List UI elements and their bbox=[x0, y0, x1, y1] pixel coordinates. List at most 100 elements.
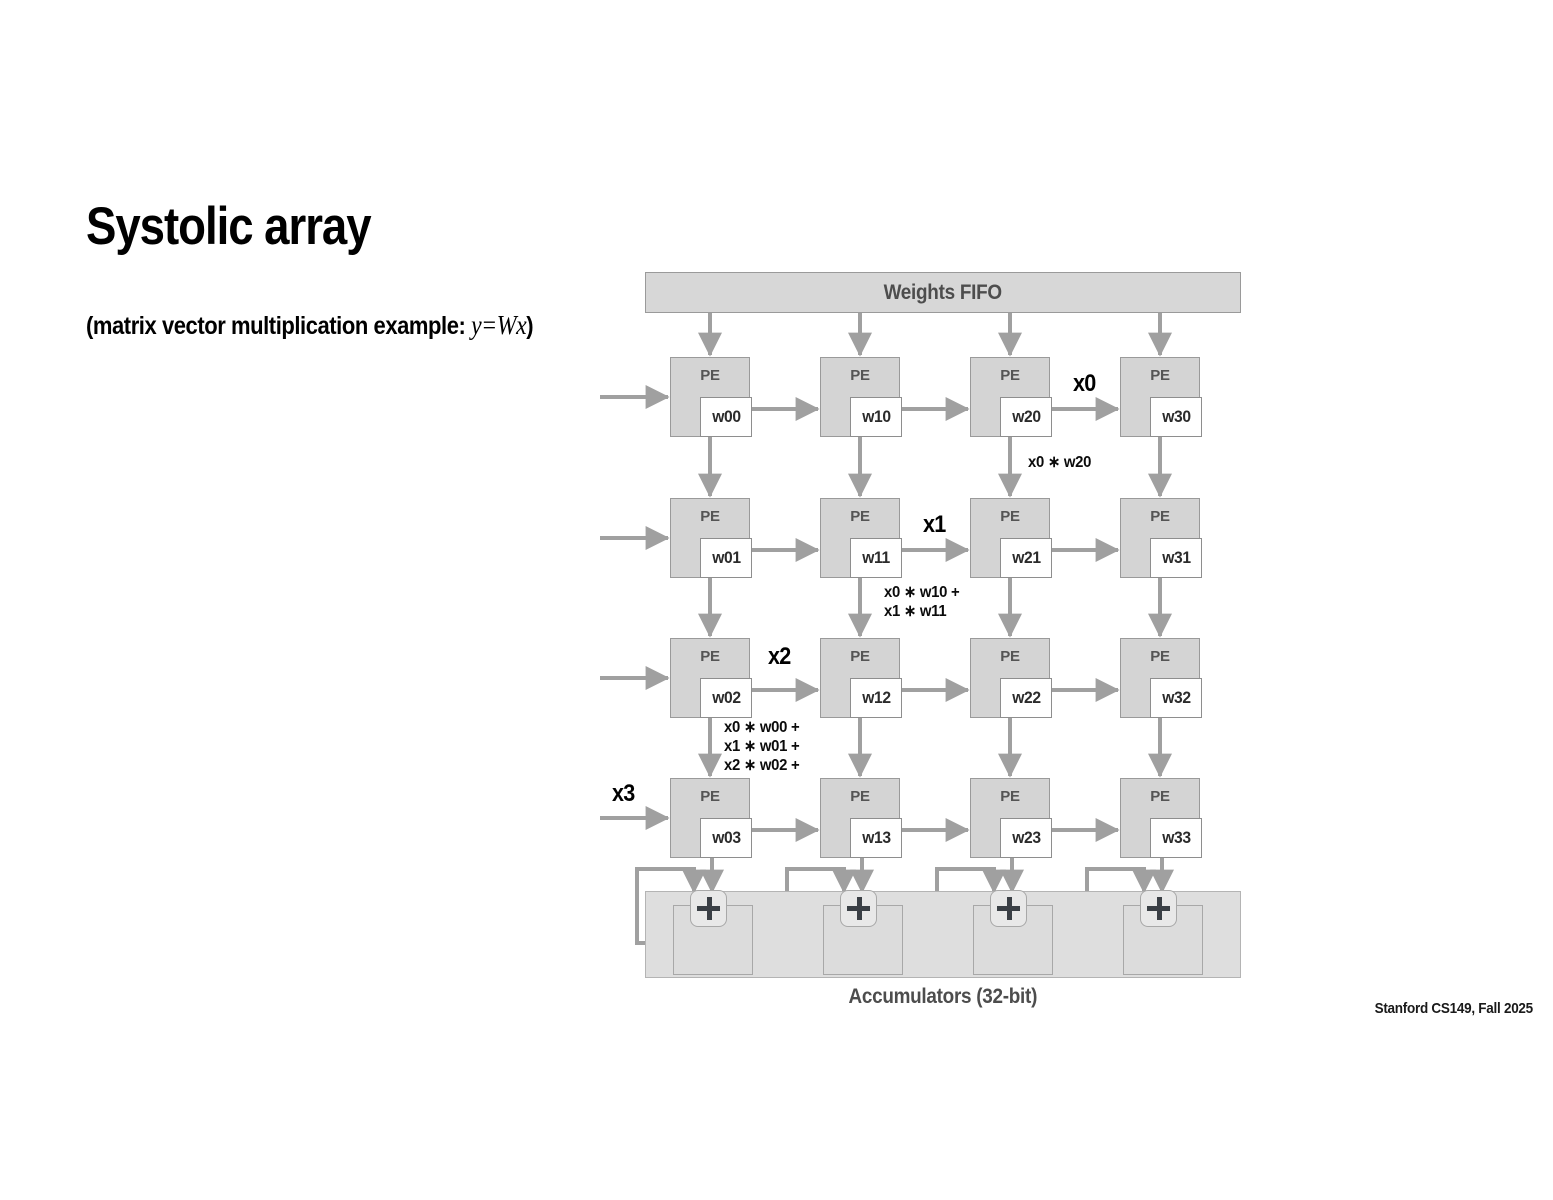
partial-sum-line: x1 ∗ w01 + bbox=[724, 738, 800, 755]
plus-icon bbox=[847, 906, 870, 911]
subtitle-math-w: W bbox=[496, 310, 517, 340]
pe-label: PE bbox=[1000, 648, 1020, 665]
weight-value: w03 bbox=[711, 828, 741, 847]
partial-sum-annotation-x0w20: x0 ∗ w20 bbox=[1028, 453, 1091, 472]
adder-2[interactable] bbox=[990, 890, 1027, 927]
pe-cell-r0c0[interactable]: PE w00 bbox=[670, 357, 752, 437]
page-subtitle: (matrix vector multiplication example: y… bbox=[86, 310, 534, 341]
weight-value: w00 bbox=[711, 407, 741, 426]
pe-label: PE bbox=[700, 648, 720, 665]
subtitle-prefix: (matrix vector multiplication example: bbox=[86, 312, 472, 340]
weight-value: w02 bbox=[711, 688, 741, 707]
partial-sum-line: x0 ∗ w00 + bbox=[724, 719, 800, 736]
adder-1[interactable] bbox=[840, 890, 877, 927]
partial-sum-line: x0 ∗ w20 bbox=[1028, 454, 1092, 471]
weight-register: w20 bbox=[1000, 397, 1052, 437]
input-label-x3: x3 bbox=[612, 780, 635, 807]
weight-register: w01 bbox=[700, 538, 752, 578]
subtitle-math-x: x bbox=[516, 310, 527, 340]
adder-0[interactable] bbox=[690, 890, 727, 927]
pe-cell-r1c2[interactable]: PE w21 bbox=[970, 498, 1052, 578]
weight-value: w31 bbox=[1161, 548, 1191, 567]
partial-sum-line: x2 ∗ w02 + bbox=[724, 757, 800, 774]
pe-cell-r2c2[interactable]: PE w22 bbox=[970, 638, 1052, 718]
plus-icon bbox=[1147, 906, 1170, 911]
weight-register: w23 bbox=[1000, 818, 1052, 858]
weight-value: w33 bbox=[1161, 828, 1191, 847]
pe-label: PE bbox=[850, 788, 870, 805]
weight-register: w31 bbox=[1150, 538, 1202, 578]
weight-value: w23 bbox=[1011, 828, 1041, 847]
pe-cell-r1c1[interactable]: PE w11 bbox=[820, 498, 902, 578]
weights-fifo-label: Weights FIFO bbox=[883, 280, 1003, 304]
pe-cell-r0c1[interactable]: PE w10 bbox=[820, 357, 902, 437]
weight-value: w20 bbox=[1011, 407, 1041, 426]
weight-register: w13 bbox=[850, 818, 902, 858]
weight-register: w30 bbox=[1150, 397, 1202, 437]
page-title: Systolic array bbox=[86, 197, 372, 256]
subtitle-math-y: y bbox=[471, 310, 482, 340]
weight-value: w12 bbox=[861, 688, 891, 707]
pe-label: PE bbox=[1000, 508, 1020, 525]
weight-register: w10 bbox=[850, 397, 902, 437]
pe-label: PE bbox=[1150, 648, 1170, 665]
pe-label: PE bbox=[700, 788, 720, 805]
partial-sum-annotation-col0: x0 ∗ w00 + x1 ∗ w01 + x2 ∗ w02 + bbox=[724, 718, 800, 775]
weight-value: w30 bbox=[1161, 407, 1191, 426]
input-label-x1: x1 bbox=[923, 511, 946, 538]
plus-icon bbox=[697, 906, 720, 911]
pe-label: PE bbox=[1150, 367, 1170, 384]
pe-cell-r1c3[interactable]: PE w31 bbox=[1120, 498, 1202, 578]
weight-value: w01 bbox=[711, 548, 741, 567]
weight-value: w22 bbox=[1011, 688, 1041, 707]
weight-register: w21 bbox=[1000, 538, 1052, 578]
pe-label: PE bbox=[850, 648, 870, 665]
partial-sum-line: x0 ∗ w10 + bbox=[884, 584, 960, 601]
weight-register: w32 bbox=[1150, 678, 1202, 718]
input-label-x0: x0 bbox=[1073, 370, 1096, 397]
accumulator-register-0[interactable] bbox=[673, 905, 753, 975]
pe-cell-r3c3[interactable]: PE w33 bbox=[1120, 778, 1202, 858]
weight-value: w10 bbox=[861, 407, 891, 426]
partial-sum-line: x1 ∗ w11 bbox=[884, 603, 947, 620]
pe-label: PE bbox=[850, 367, 870, 384]
plus-icon bbox=[997, 906, 1020, 911]
pe-cell-r2c0[interactable]: PE w02 bbox=[670, 638, 752, 718]
pe-cell-r0c3[interactable]: PE w30 bbox=[1120, 357, 1202, 437]
subtitle-math-eq: = bbox=[481, 310, 497, 340]
weight-register: w33 bbox=[1150, 818, 1202, 858]
pe-cell-r3c1[interactable]: PE w13 bbox=[820, 778, 902, 858]
weight-register: w00 bbox=[700, 397, 752, 437]
pe-label: PE bbox=[1000, 367, 1020, 384]
accumulators-caption-text: Accumulators (32-bit) bbox=[848, 985, 1038, 1008]
weight-register: w11 bbox=[850, 538, 902, 578]
pe-label: PE bbox=[700, 508, 720, 525]
partial-sum-annotation-col1: x0 ∗ w10 + x1 ∗ w11 bbox=[884, 583, 960, 621]
weight-value: w11 bbox=[862, 548, 890, 567]
pe-cell-r3c0[interactable]: PE w03 bbox=[670, 778, 752, 858]
weight-register: w12 bbox=[850, 678, 902, 718]
subtitle-suffix: ) bbox=[526, 312, 534, 340]
pe-label: PE bbox=[700, 367, 720, 384]
weight-value: w32 bbox=[1161, 688, 1191, 707]
pe-cell-r1c0[interactable]: PE w01 bbox=[670, 498, 752, 578]
weight-register: w22 bbox=[1000, 678, 1052, 718]
pe-cell-r3c2[interactable]: PE w23 bbox=[970, 778, 1052, 858]
weight-value: w21 bbox=[1011, 548, 1041, 567]
pe-cell-r2c3[interactable]: PE w32 bbox=[1120, 638, 1202, 718]
pe-label: PE bbox=[850, 508, 870, 525]
slide-footer: Stanford CS149, Fall 2025 bbox=[1374, 1000, 1534, 1017]
weight-register: w02 bbox=[700, 678, 752, 718]
pe-label: PE bbox=[1000, 788, 1020, 805]
weight-value: w13 bbox=[861, 828, 891, 847]
pe-cell-r2c1[interactable]: PE w12 bbox=[820, 638, 902, 718]
weight-register: w03 bbox=[700, 818, 752, 858]
pe-cell-r0c2[interactable]: PE w20 bbox=[970, 357, 1052, 437]
adder-3[interactable] bbox=[1140, 890, 1177, 927]
input-label-x2: x2 bbox=[768, 643, 791, 670]
pe-label: PE bbox=[1150, 508, 1170, 525]
pe-label: PE bbox=[1150, 788, 1170, 805]
weights-fifo-bar: Weights FIFO bbox=[645, 272, 1241, 313]
